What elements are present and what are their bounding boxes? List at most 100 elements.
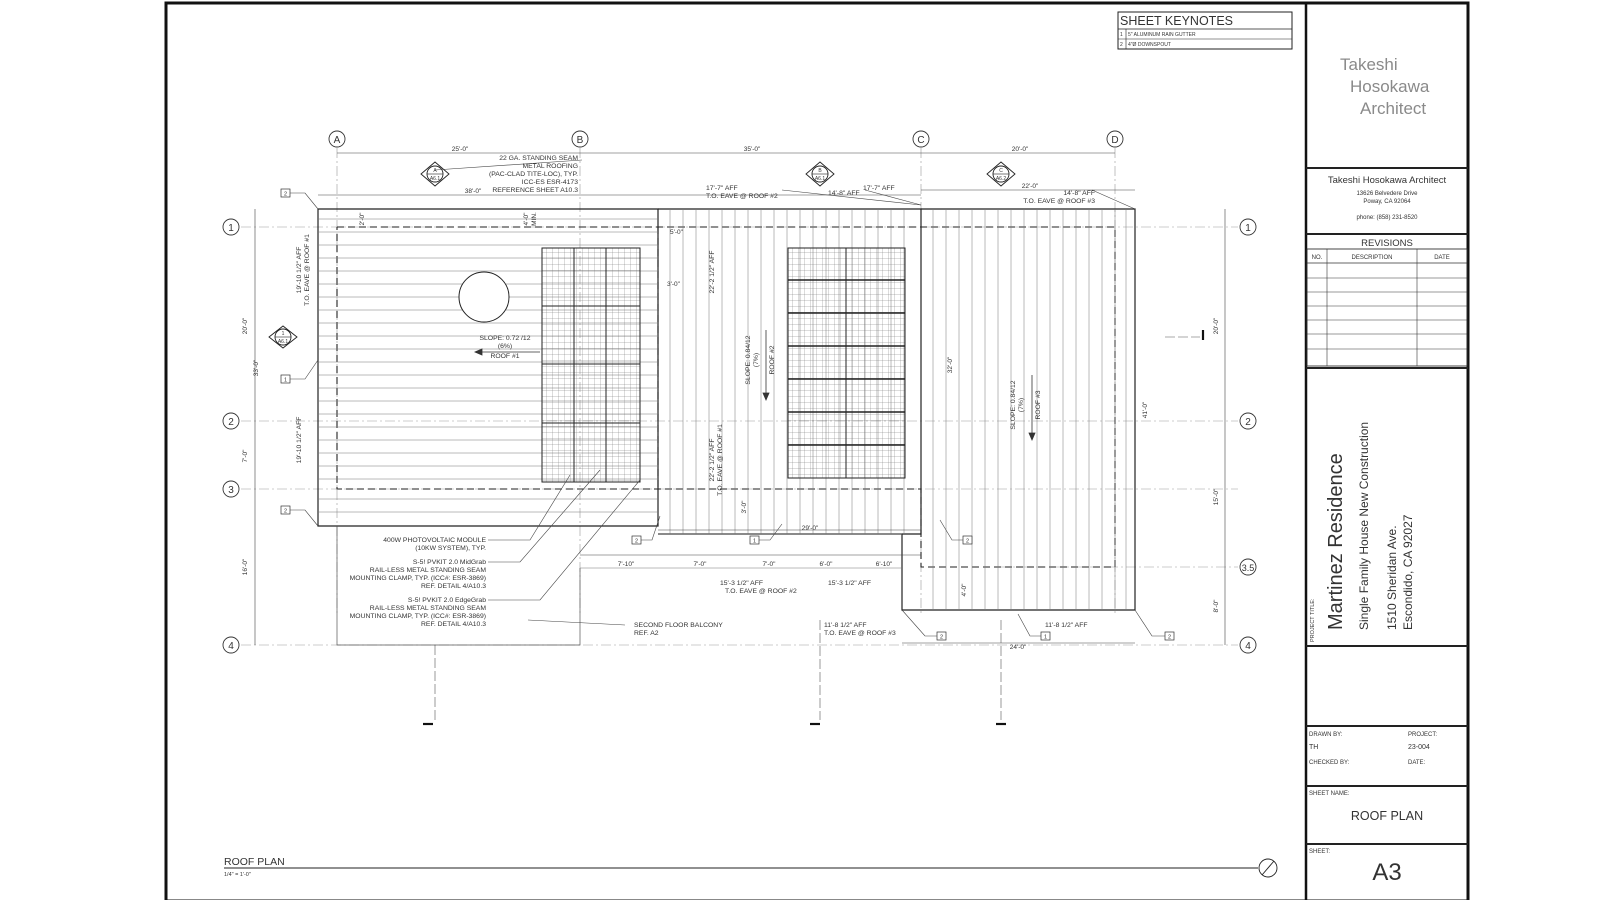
clamp-note: RAIL-LESS METAL STANDING SEAM xyxy=(370,605,487,612)
sheet-name-label: SHEET NAME: xyxy=(1309,791,1350,797)
eave-note: T.O. EAVE @ ROOF #2 xyxy=(706,193,778,200)
dim-text: 4'-0" xyxy=(523,212,530,226)
pv-array-roof1 xyxy=(541,247,641,483)
dim-text: 3'-0" xyxy=(667,281,681,288)
firm-logo: Hosokawa xyxy=(1350,77,1430,96)
clamp-note: REF. DETAIL 4/A10.3 xyxy=(421,583,486,590)
sheet-name: ROOF PLAN xyxy=(1351,809,1423,823)
dim-text: 6'-10" xyxy=(876,561,893,568)
eave-note: 14'-8" AFF xyxy=(1063,190,1095,197)
keynote-num: 1 xyxy=(1120,32,1123,38)
date-label: DATE: xyxy=(1408,760,1426,766)
svg-text:1: 1 xyxy=(1245,223,1251,234)
clamp-note: MOUNTING CLAMP, TYP. (ICC#: ESR-3869) xyxy=(350,613,486,620)
eave-note: 17'-7" AFF xyxy=(706,185,738,192)
dim-text: 29'-0" xyxy=(802,525,819,532)
dim-text: 20'-0" xyxy=(1213,317,1220,334)
eave-note: 11'-8 1/2" AFF xyxy=(824,622,867,629)
section-marker: 1 A6.1 xyxy=(268,325,298,349)
svg-text:1: 1 xyxy=(753,539,756,545)
grid-bubble-row: 2 xyxy=(1239,412,1257,430)
dim-text: 5'-0" xyxy=(670,229,684,236)
dim-text: 24'-0" xyxy=(1010,644,1027,651)
project-description: Single Family House New Construction xyxy=(1357,422,1371,630)
svg-text:1: 1 xyxy=(1044,635,1047,641)
firm-logo: Takeshi xyxy=(1340,55,1398,74)
eave-note: 15'-3 1/2" AFF xyxy=(720,580,763,587)
grid-bubble-row: 3.5 xyxy=(1239,558,1257,576)
svg-text:4: 4 xyxy=(1245,641,1251,652)
firm-name: Takeshi Hosokawa Architect xyxy=(1328,175,1447,186)
pv-note: 400W PHOTOVOLTAIC MODULE xyxy=(383,537,486,544)
firm-address: Poway, CA 92064 xyxy=(1363,199,1411,205)
dim-text: 3'-0" xyxy=(741,500,748,514)
plan-title: ROOF PLAN 1/4" = 1'-0" xyxy=(224,856,1278,878)
svg-text:2: 2 xyxy=(1245,417,1251,428)
project-name: Martinez Residence xyxy=(1325,453,1347,630)
grid-bubble-row: 4 xyxy=(222,636,240,654)
dim-text: 35'-0" xyxy=(744,146,761,153)
dim-text: 38'-0" xyxy=(465,188,482,195)
eave-note: 19'-10 1/2" AFF xyxy=(296,247,303,294)
section-cut-lines xyxy=(434,336,1200,720)
drawn-by-label: DRAWN BY: xyxy=(1309,732,1343,738)
rev-col-header: NO. xyxy=(1312,255,1323,261)
eave-strip xyxy=(580,533,902,569)
clamp-note: RAIL-LESS METAL STANDING SEAM xyxy=(370,567,487,574)
clamp-note: MOUNTING CLAMP, TYP. (ICC#: ESR-3869) xyxy=(350,575,486,582)
project-address: Escondido, CA 92027 xyxy=(1401,514,1415,630)
leader-lines xyxy=(290,159,1165,637)
slope-note: SLOPE: 0.84/12 xyxy=(1010,380,1017,429)
firm-logo: Architect xyxy=(1360,99,1426,118)
slope-note: (6%) xyxy=(498,343,512,350)
dim-text: 32'-0" xyxy=(947,356,954,373)
svg-text:A6.1: A6.1 xyxy=(278,339,289,345)
roofing-note: METAL ROOFING xyxy=(522,163,578,170)
svg-text:A6.1: A6.1 xyxy=(815,176,826,182)
slope-note: (7%) xyxy=(1018,398,1025,412)
svg-text:B: B xyxy=(818,168,822,174)
dim-text: 20'-0" xyxy=(242,317,249,334)
annotations: 22 GA. STANDING SEAM METAL ROOFING (PAC-… xyxy=(296,155,1095,637)
slope-note: (7%) xyxy=(753,353,760,367)
revisions-table xyxy=(1306,248,1468,367)
grid-bubble-row: 4 xyxy=(1239,636,1257,654)
roofing-note: ICC-ES ESR-4173 xyxy=(522,179,579,186)
dim-text: 4'-0" xyxy=(961,583,968,597)
roofing-note: REFERENCE SHEET A10.3 xyxy=(492,187,578,194)
svg-text:3: 3 xyxy=(228,485,234,496)
slope-note: SLOPE: 0.72 /12 xyxy=(479,335,530,342)
dim-text: 25'-0" xyxy=(452,146,469,153)
section-marker: B A6.1 xyxy=(805,161,835,187)
grid-bubbles: A B C D 1 2 3 4 1 2 3.5 4 xyxy=(222,130,1257,654)
sheet-border xyxy=(164,1,1470,900)
dim-text: 7'-0" xyxy=(242,449,249,463)
section-marker: C A6.2 xyxy=(986,161,1016,187)
svg-text:C: C xyxy=(917,135,924,146)
keynote-text: 5" ALUMINUM RAIN GUTTER xyxy=(1128,32,1196,38)
svg-text:A6.2: A6.2 xyxy=(996,176,1007,182)
eave-note: T.O. EAVE @ ROOF #1 xyxy=(717,424,724,496)
dim-text: 16'-0" xyxy=(242,558,249,575)
svg-text:A: A xyxy=(433,168,437,174)
eave-note: 17'-7" AFF xyxy=(863,185,895,192)
roofing-note: 22 GA. STANDING SEAM xyxy=(499,155,578,162)
svg-text:A6.1: A6.1 xyxy=(430,176,441,182)
svg-text:D: D xyxy=(1111,135,1118,146)
rev-col-header: DESCRIPTION xyxy=(1351,255,1392,261)
eave-note: 19'-10 1/2" AFF xyxy=(296,417,303,464)
svg-text:2: 2 xyxy=(284,509,287,515)
slope-note: ROOF #2 xyxy=(769,345,776,374)
svg-text:B: B xyxy=(577,135,584,146)
drawn-by: TH xyxy=(1309,744,1318,751)
eave-note: 11'-8 1/2" AFF xyxy=(1045,622,1088,629)
roofing-note: (PAC-CLAD TITE-LOC), TYP. xyxy=(489,171,578,178)
grid-bubble-row: 1 xyxy=(222,218,240,236)
slope-note: SLOPE: 0.84/12 xyxy=(745,335,752,384)
dim-text: 7'-0" xyxy=(763,561,777,568)
dim-text: 6'-0" xyxy=(820,561,834,568)
sheet-label: SHEET: xyxy=(1309,849,1330,855)
section-marker: A A6.1 xyxy=(420,161,450,187)
slope-note: ROOF #3 xyxy=(1035,390,1042,419)
